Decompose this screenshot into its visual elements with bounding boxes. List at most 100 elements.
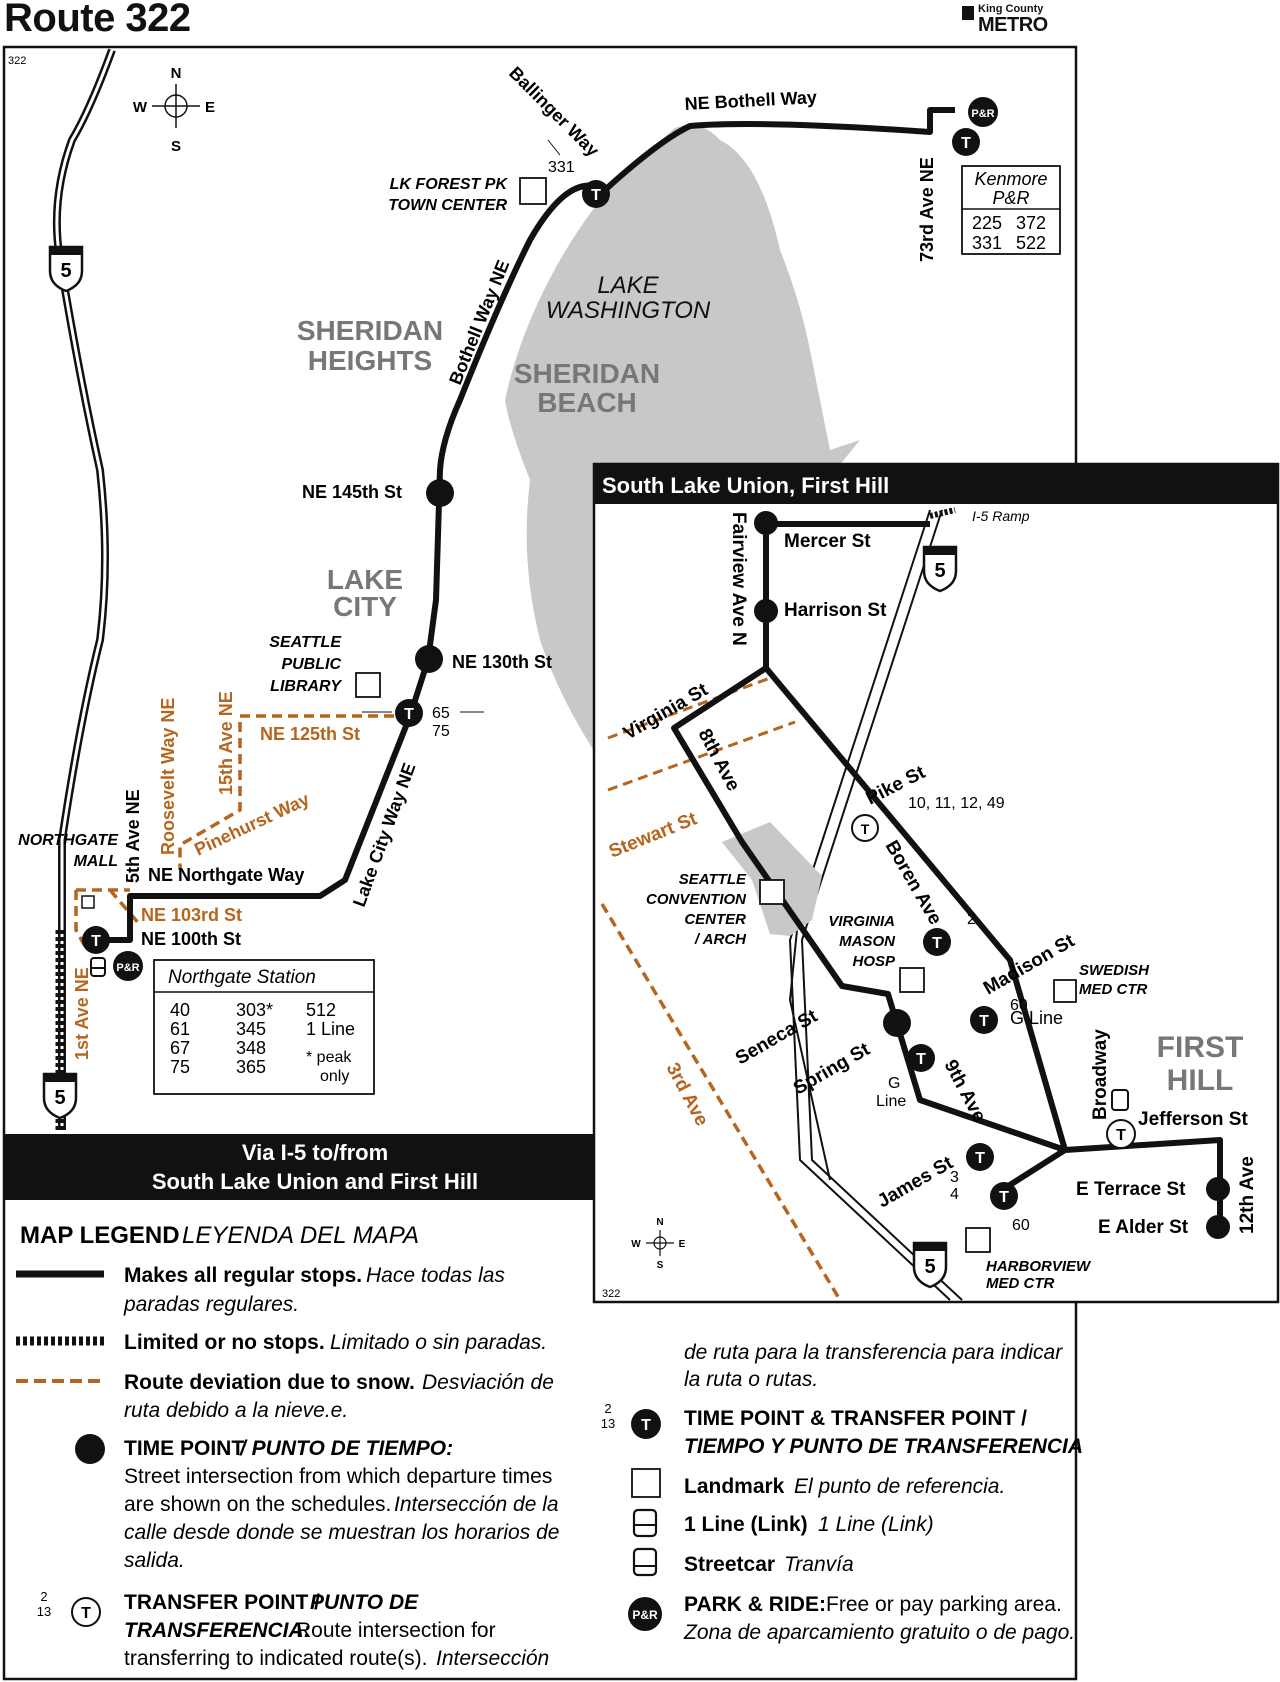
svg-text:Intersección: Intersección xyxy=(436,1647,549,1670)
svg-text:calle desde donde se muestran: calle desde donde se muestran los horari… xyxy=(124,1521,559,1544)
street-roosevelt-way-ne: Roosevelt Way NE xyxy=(158,698,178,855)
king-county-metro-logo: King County METRO xyxy=(962,3,1048,36)
transfer-routes-ne125-a: 65 xyxy=(432,705,450,722)
svg-text:1 Line: 1 Line xyxy=(306,1019,355,1039)
route-322-path xyxy=(100,107,955,943)
svg-text:75: 75 xyxy=(170,1057,190,1077)
neighborhood-lake-city-2: CITY xyxy=(333,591,397,622)
svg-text:512: 512 xyxy=(306,1000,336,1020)
svg-text:Route intersection for: Route intersection for xyxy=(296,1619,496,1642)
svg-text:G Line: G Line xyxy=(1010,1008,1063,1028)
main-map-stops: T T T T P&R P&R xyxy=(82,97,998,981)
neighborhood-sheridan-heights-2: HEIGHTS xyxy=(308,345,432,376)
neighborhood-sheridan-beach-1: SHERIDAN xyxy=(514,358,660,389)
svg-text:Free or pay parking area.: Free or pay parking area. xyxy=(826,1593,1062,1616)
via-i5-line2: South Lake Union and First Hill xyxy=(152,1169,478,1194)
place-library-3: LIBRARY xyxy=(270,678,342,695)
svg-text:522: 522 xyxy=(1016,233,1046,253)
svg-text:5: 5 xyxy=(934,560,945,582)
svg-text:HARBORVIEW: HARBORVIEW xyxy=(986,1258,1092,1275)
neighborhood-sheridan-heights-1: SHERIDAN xyxy=(297,315,443,346)
svg-text:T: T xyxy=(591,187,601,204)
legend-title-es: LEYENDA DEL MAPA xyxy=(182,1222,419,1249)
time-point-ne-145th xyxy=(426,479,454,507)
svg-text:E: E xyxy=(679,1239,686,1250)
svg-text:* peak: * peak xyxy=(306,1049,352,1066)
inset-title: South Lake Union, First Hill xyxy=(602,473,889,498)
svg-text:VIRGINIA: VIRGINIA xyxy=(828,913,895,930)
place-northgate-mall-1: NORTHGATE xyxy=(18,832,119,849)
svg-text:T: T xyxy=(916,1051,926,1068)
time-point-transfer-kenmore xyxy=(952,128,980,156)
legend-link-rail-icon xyxy=(632,1508,658,1538)
svg-text:60: 60 xyxy=(1012,1217,1030,1234)
svg-text:348: 348 xyxy=(236,1038,266,1058)
legend-tp-transfer-icon xyxy=(631,1409,661,1439)
svg-text:1 Line (Link): 1 Line (Link) xyxy=(684,1513,808,1536)
svg-text:5: 5 xyxy=(924,1256,935,1278)
svg-text:Intersección de la: Intersección de la xyxy=(394,1493,559,1516)
svg-text:225: 225 xyxy=(972,213,1002,233)
time-point-transfer-northgate xyxy=(82,926,110,954)
street-bothell-way-ne: Bothell Way NE xyxy=(445,257,513,387)
svg-text:365: 365 xyxy=(236,1057,266,1077)
svg-text:T: T xyxy=(81,1605,91,1622)
svg-text:transferring to indicated rout: transferring to indicated route(s). xyxy=(124,1647,427,1670)
compass-n: N xyxy=(171,65,182,82)
legend-transfer-point-icon xyxy=(71,1597,101,1627)
street-ne-bothell-way: NE Bothell Way xyxy=(684,87,817,114)
svg-text:MED CTR: MED CTR xyxy=(986,1275,1054,1292)
svg-text:Zona de aparcamiento gratuito: Zona de aparcamiento gratuito o de pago. xyxy=(683,1621,1075,1644)
svg-text:61: 61 xyxy=(170,1019,190,1039)
svg-text:T: T xyxy=(1116,1127,1126,1144)
compass-e: E xyxy=(205,99,215,116)
svg-text:331: 331 xyxy=(972,233,1002,253)
inset-street-e-terrace: E Terrace St xyxy=(1076,1179,1186,1200)
svg-text:Streetcar: Streetcar xyxy=(684,1553,775,1576)
transfer-routes-ballinger: 331 xyxy=(548,159,575,176)
landmark-library-icon xyxy=(355,672,381,698)
street-5th-ave-ne: 5th Ave NE xyxy=(123,789,143,883)
svg-text:Desviación de: Desviación de xyxy=(422,1371,554,1394)
svg-text:67: 67 xyxy=(170,1038,190,1058)
svg-text:MED CTR: MED CTR xyxy=(1079,981,1147,998)
brand-name: METRO xyxy=(978,14,1048,36)
landmark-northgate-mall-icon xyxy=(81,895,95,909)
street-15th-ave-ne: 15th Ave NE xyxy=(216,691,236,795)
svg-text:T: T xyxy=(404,706,414,723)
inset-street-fairview: Fairview Ave N xyxy=(728,512,749,646)
neighborhood-lake-city-1: LAKE xyxy=(327,564,403,595)
svg-text:CONVENTION: CONVENTION xyxy=(646,891,747,908)
svg-text:S: S xyxy=(657,1260,664,1271)
svg-text:ruta debido a la nieve.e.: ruta debido a la nieve.e. xyxy=(124,1399,348,1422)
svg-text:1 Line (Link): 1 Line (Link) xyxy=(818,1513,934,1536)
place-lk-forest-1: LK FOREST PK xyxy=(390,176,509,193)
inset-street-i5-ramp: I-5 Ramp xyxy=(972,508,1030,524)
svg-text:TIEMPO Y PUNTO DE TRANSFERENCI: TIEMPO Y PUNTO DE TRANSFERENCIA xyxy=(684,1435,1083,1458)
inset-map-south-lake-union: South Lake Union, First Hill 322 5 5 T T… xyxy=(592,462,1280,1304)
street-ne-northgate-way: NE Northgate Way xyxy=(148,865,304,885)
legend-park-and-ride-icon xyxy=(628,1597,662,1631)
svg-text:P&R: P&R xyxy=(992,188,1029,208)
svg-text:13: 13 xyxy=(601,1416,615,1431)
svg-text:/ ARCH: / ARCH xyxy=(694,931,747,948)
svg-text:CENTER: CENTER xyxy=(684,911,746,928)
svg-text:SWEDISH: SWEDISH xyxy=(1079,962,1150,979)
inset-code: 322 xyxy=(602,1288,620,1300)
svg-text:2: 2 xyxy=(604,1401,611,1416)
svg-text:G: G xyxy=(888,1075,900,1092)
svg-text:W: W xyxy=(631,1239,641,1250)
lake-label-1: LAKE xyxy=(597,272,659,299)
svg-text:Northgate Station: Northgate Station xyxy=(168,967,316,988)
northgate-station-routes-box: Northgate Station 40 61 67 75 303* 345 3… xyxy=(153,959,375,1095)
i5-shield-label: 5 xyxy=(60,260,71,282)
svg-text:HILL: HILL xyxy=(1167,1064,1234,1097)
inset-street-harrison: Harrison St xyxy=(784,600,887,621)
landmark-lk-forest-icon xyxy=(519,177,547,205)
svg-text:TRANSFER POINT /: TRANSFER POINT / xyxy=(124,1591,320,1614)
svg-text:TRANSFERENCIA:: TRANSFERENCIA: xyxy=(124,1619,311,1642)
svg-text:13: 13 xyxy=(37,1604,51,1619)
brand-agency: King County xyxy=(978,3,1044,15)
svg-text:HOSP: HOSP xyxy=(852,953,896,970)
